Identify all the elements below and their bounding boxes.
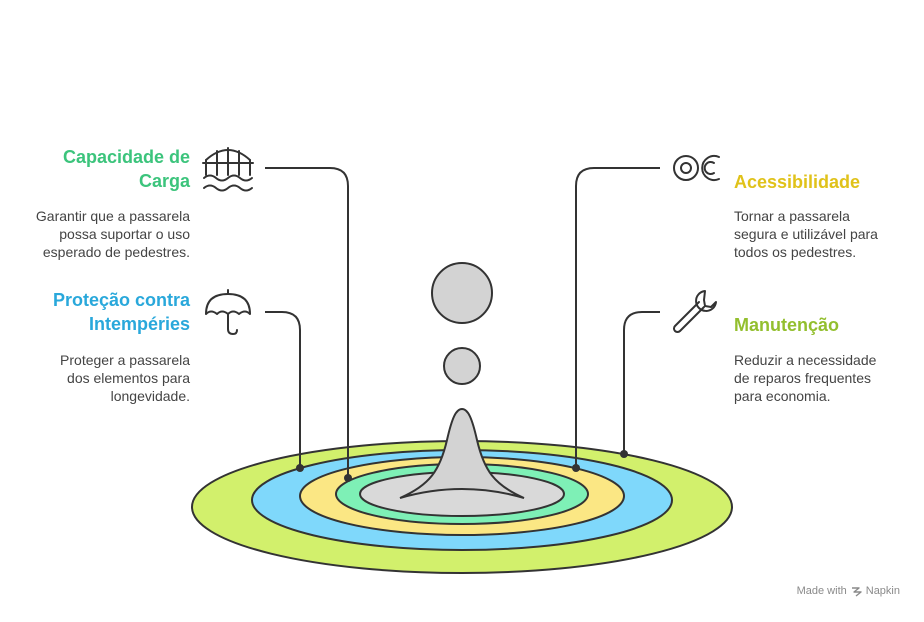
- connector-dot-protecao: [296, 464, 304, 472]
- acessibilidade-desc-line: todos os pedestres.: [734, 244, 857, 260]
- capacidade-title: Capacidade de Carga: [20, 145, 190, 193]
- connector-capacidade: [265, 167, 349, 478]
- splash-peak: [399, 407, 525, 499]
- capacidade-desc-line: esperado de pedestres.: [42, 244, 190, 260]
- drop-large: [431, 262, 493, 324]
- capacidade-desc-line: Garantir que a passarela: [35, 208, 190, 224]
- umbrella-icon: [205, 289, 251, 335]
- protecao-title: Proteção contra Intempéries: [20, 288, 190, 336]
- connector-dot-manutencao: [620, 450, 628, 458]
- connector-dot-acessibilidade: [572, 464, 580, 472]
- manutencao-description: Reduzir a necessidade de reparos frequen…: [734, 351, 904, 405]
- connector-protecao: [265, 311, 301, 468]
- capacidade-title-line2: Carga: [138, 171, 190, 191]
- protecao-desc-line: longevidade.: [110, 388, 190, 404]
- manutencao-desc-line: Reduzir a necessidade: [734, 352, 877, 368]
- acessibilidade-desc-line: segura e utilizável para: [734, 226, 878, 242]
- capacidade-desc-line: possa suportar o uso: [59, 226, 190, 242]
- bridge-water-icon: [202, 147, 254, 192]
- capacidade-title-line1: Capacidade de: [62, 147, 190, 167]
- napkin-logo-icon: [851, 586, 862, 597]
- drop-small: [443, 347, 481, 385]
- manutencao-desc-line: de reparos frequentes: [734, 370, 871, 386]
- acessibilidade-title: Acessibilidade: [734, 172, 861, 192]
- protecao-title-line2: Intempéries: [88, 314, 190, 334]
- wrench-icon: [672, 290, 717, 334]
- watermark-prefix: Made with: [796, 585, 847, 597]
- protecao-title-line1: Proteção contra: [52, 290, 190, 310]
- watermark-brand: Napkin: [865, 585, 900, 597]
- manutencao-desc-line: para economia.: [734, 388, 831, 404]
- connector-dot-capacidade: [344, 474, 352, 482]
- acessibilidade-desc-line: Tornar a passarela: [734, 208, 850, 224]
- closed-captions-icon: [673, 155, 720, 181]
- capacidade-description: Garantir que a passarela possa suportar …: [10, 207, 190, 261]
- protecao-desc-line: Proteger a passarela: [60, 352, 190, 368]
- protecao-desc-line: dos elementos para: [67, 370, 190, 386]
- protecao-description: Proteger a passarela dos elementos para …: [10, 351, 190, 405]
- manutencao-title: Manutenção: [734, 315, 840, 335]
- connector-manutencao: [623, 311, 660, 454]
- watermark[interactable]: Made with Napkin: [797, 585, 900, 597]
- connector-acessibilidade: [575, 167, 660, 468]
- acessibilidade-description: Tornar a passarela segura e utilizável p…: [734, 207, 904, 261]
